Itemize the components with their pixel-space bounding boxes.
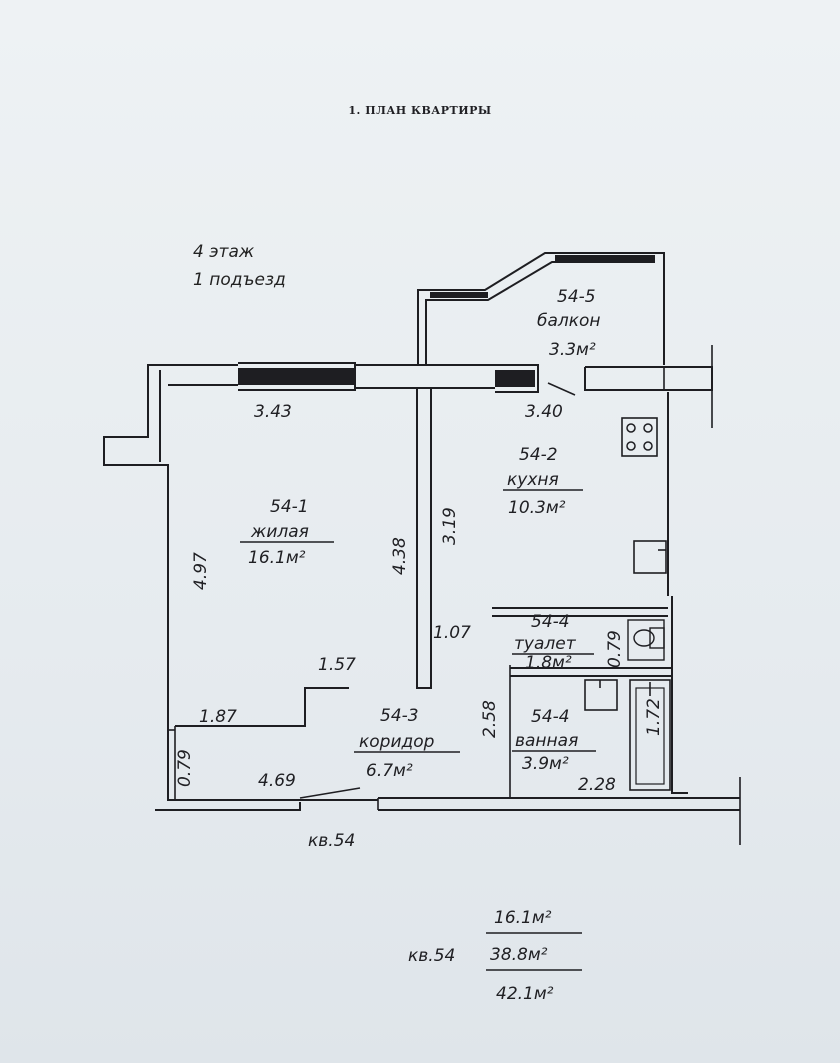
room-54-2-id: 54-2 <box>519 445 558 465</box>
dim-0-79-corridor: 0.79 <box>175 749 195 787</box>
room-54-5-area: 3.3м² <box>549 340 596 360</box>
room-54-1-area: 16.1м² <box>248 548 306 568</box>
bathtub-icon <box>629 679 671 791</box>
area-summary: 16.1м² кв.54 38.8м² 42.1м² <box>408 908 582 1004</box>
room-54-4a-area: 1.8м² <box>525 653 572 673</box>
room-54-5-name: балкон <box>537 311 601 331</box>
dim-3-19: 3.19 <box>440 507 460 545</box>
dim-1-72: 1.72 <box>644 698 664 736</box>
summary-total-with-balcony: 42.1м² <box>496 984 554 1004</box>
dim-1-07: 1.07 <box>433 623 471 643</box>
summary-living-area: 16.1м² <box>494 908 552 928</box>
summary-apartment-label: кв.54 <box>408 946 455 966</box>
dim-4-69: 4.69 <box>258 771 296 791</box>
dim-1-57: 1.57 <box>318 655 356 675</box>
apartment-label: кв.54 <box>308 831 355 851</box>
windows <box>238 368 535 387</box>
dimension-labels: 3.43 3.40 4.97 4.38 3.19 1.07 0.79 1.57 … <box>175 402 664 795</box>
room-54-3-name: коридор <box>359 732 435 752</box>
room-54-3-id: 54-3 <box>380 706 419 726</box>
floor-label: 4 этаж <box>193 242 255 262</box>
entrance-label: 1 подъезд <box>193 270 286 290</box>
room-54-2-name: кухня <box>507 470 559 490</box>
room-54-4b-area: 3.9м² <box>522 754 569 774</box>
room-54-1-id: 54-1 <box>270 497 309 517</box>
stove-icon <box>621 417 658 457</box>
bath-sink-icon <box>584 679 618 711</box>
balcony-outline <box>417 252 665 390</box>
room-54-4a-id: 54-4 <box>531 612 570 632</box>
page-title: 1. ПЛАН КВАРТИРЫ <box>348 104 492 117</box>
room-54-4a-name: туалет <box>514 634 577 654</box>
dim-4-38: 4.38 <box>390 537 410 575</box>
dim-4-97: 4.97 <box>191 552 211 590</box>
room-54-4b-id: 54-4 <box>531 707 570 727</box>
partition-walls <box>168 382 672 800</box>
dim-2-28: 2.28 <box>578 775 616 795</box>
room-54-5-id: 54-5 <box>557 287 596 307</box>
outer-walls <box>103 345 741 845</box>
dim-0-79-toilet: 0.79 <box>605 630 625 668</box>
fixtures <box>584 417 671 791</box>
room-labels: 54-1 жилая 16.1м² 54-2 кухня 10.3м² 54-3… <box>240 287 601 781</box>
dim-1-87: 1.87 <box>199 707 237 727</box>
dim-3-40: 3.40 <box>525 402 563 422</box>
kitchen-sink-icon <box>633 540 667 574</box>
toilet-icon <box>633 629 655 647</box>
dim-2-58: 2.58 <box>480 700 500 738</box>
room-54-4b-name: ванная <box>515 731 578 751</box>
room-54-3-area: 6.7м² <box>366 761 413 781</box>
room-54-2-area: 10.3м² <box>508 498 566 518</box>
dim-3-43: 3.43 <box>254 402 292 422</box>
room-54-1-name: жилая <box>250 522 309 542</box>
summary-total-area: 38.8м² <box>490 945 548 965</box>
